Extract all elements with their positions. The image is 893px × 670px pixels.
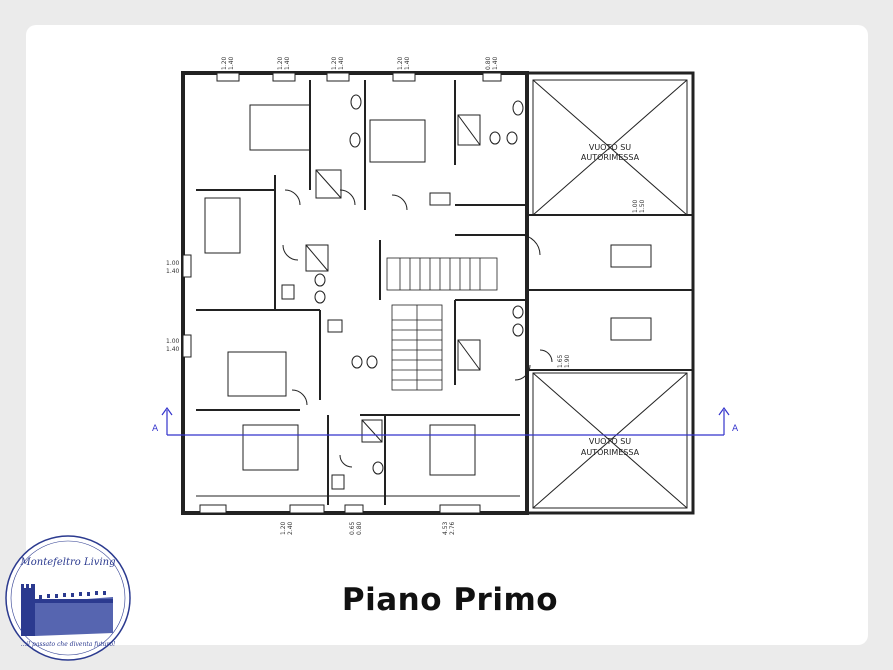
page-title: Piano Primo bbox=[341, 582, 559, 618]
void-bottom bbox=[532, 372, 688, 509]
staircase-lower bbox=[391, 304, 443, 391]
void-label-top-1: VUOTO SU bbox=[589, 143, 631, 152]
dim-top-2a: 1.20 bbox=[277, 56, 284, 70]
garage-block bbox=[525, 71, 695, 515]
dim-top-5a: 0.80 bbox=[485, 56, 492, 70]
dim-left-2a: 1.00 bbox=[166, 338, 180, 345]
bed bbox=[242, 424, 299, 471]
dim-bottom-2a: 0.65 bbox=[349, 521, 356, 535]
slide-card bbox=[26, 25, 868, 645]
void-label-bottom-1: VUOTO SU bbox=[589, 437, 631, 446]
bed bbox=[369, 119, 426, 163]
void-label-bottom-2: AUTORIMESSA bbox=[581, 448, 640, 457]
bed bbox=[204, 197, 241, 254]
section-line bbox=[161, 406, 730, 436]
logo-brand-text: Montefeltro Living bbox=[20, 557, 116, 568]
dim-left-1a: 1.00 bbox=[166, 260, 180, 267]
section-marker-left: A bbox=[152, 424, 159, 434]
dim-bottom-2b: 0.80 bbox=[356, 521, 363, 535]
dim-left-1b: 1.40 bbox=[166, 268, 180, 275]
dim-bottom-3b: 2.76 bbox=[449, 521, 456, 535]
staircase-upper bbox=[386, 257, 498, 291]
bed bbox=[249, 104, 311, 151]
dim-top-3a: 1.20 bbox=[331, 56, 338, 70]
dim-bottom-1b: 2.40 bbox=[287, 521, 294, 535]
brand-logo: Montefeltro Living ...il passato che div… bbox=[5, 535, 131, 661]
castle-icon bbox=[21, 584, 113, 636]
bed bbox=[429, 424, 476, 476]
dim-top-3b: 1.40 bbox=[338, 56, 345, 70]
dim-right-1a: 1.00 bbox=[632, 199, 639, 213]
logo-tagline: ...il passato che diventa futuro! bbox=[21, 641, 117, 648]
dim-bottom-3a: 4.53 bbox=[442, 521, 449, 535]
dim-bottom-1a: 1.20 bbox=[280, 521, 287, 535]
dim-right-1b: 1.50 bbox=[639, 199, 646, 213]
void-label-top-2: AUTORIMESSA bbox=[581, 153, 640, 162]
bed bbox=[227, 351, 287, 397]
dim-left-2b: 1.40 bbox=[166, 346, 180, 353]
dim-top-5b: 1.40 bbox=[492, 56, 499, 70]
dim-top-1b: 1.40 bbox=[228, 56, 235, 70]
dim-top-4a: 1.20 bbox=[397, 56, 404, 70]
dim-top-4b: 1.40 bbox=[404, 56, 411, 70]
dim-top-1a: 1.20 bbox=[221, 56, 228, 70]
dim-right-2a: 1.65 bbox=[557, 354, 564, 368]
dim-right-2b: 1.90 bbox=[564, 354, 571, 368]
dim-top-2b: 1.40 bbox=[284, 56, 291, 70]
section-marker-right: A bbox=[732, 424, 739, 434]
